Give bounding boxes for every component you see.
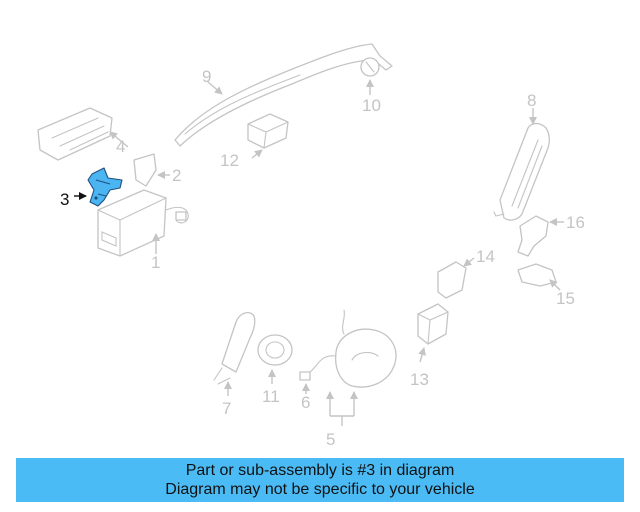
part-5-driver-airbag (299, 309, 397, 426)
callout-9: 9 (202, 67, 211, 86)
part-8-side-airbag (493, 108, 550, 221)
callout-14: 14 (476, 247, 495, 266)
callout-5: 5 (326, 430, 335, 449)
part-1-airbag-module (97, 189, 189, 257)
callout-12: 12 (220, 151, 239, 170)
banner-line-1: Part or sub-assembly is #3 in diagram (185, 462, 455, 479)
part-15-sensor (517, 263, 561, 291)
banner-line-2: Diagram may not be specific to your vehi… (165, 481, 475, 498)
callout-4: 4 (116, 137, 125, 156)
callout-11: 11 (262, 387, 280, 406)
part-12-module (247, 113, 289, 159)
part-16-bracket (517, 215, 564, 257)
callout-16: 16 (566, 213, 585, 232)
part-7-strip (213, 311, 256, 396)
part-4-panel (37, 107, 129, 161)
part-11-clock-spring (257, 334, 293, 384)
callout-6: 6 (301, 393, 310, 412)
callout-1: 1 (151, 253, 160, 272)
part-13-sensor (417, 303, 449, 363)
callout-8: 8 (527, 91, 536, 110)
part-2-bracket (133, 153, 170, 187)
callout-7: 7 (222, 399, 231, 418)
callout-10: 10 (362, 96, 381, 115)
callout-13: 13 (410, 370, 429, 389)
info-banner: Part or sub-assembly is #3 in diagram Di… (16, 458, 624, 502)
callout-3: 3 (60, 190, 69, 209)
part-14-sensor (437, 257, 475, 299)
callout-2: 2 (172, 166, 181, 185)
part-3-highlighted-bracket (74, 167, 123, 207)
callout-15: 15 (556, 289, 575, 308)
part-10-sensor (360, 57, 380, 95)
part-9-curtain-airbag (174, 43, 393, 147)
